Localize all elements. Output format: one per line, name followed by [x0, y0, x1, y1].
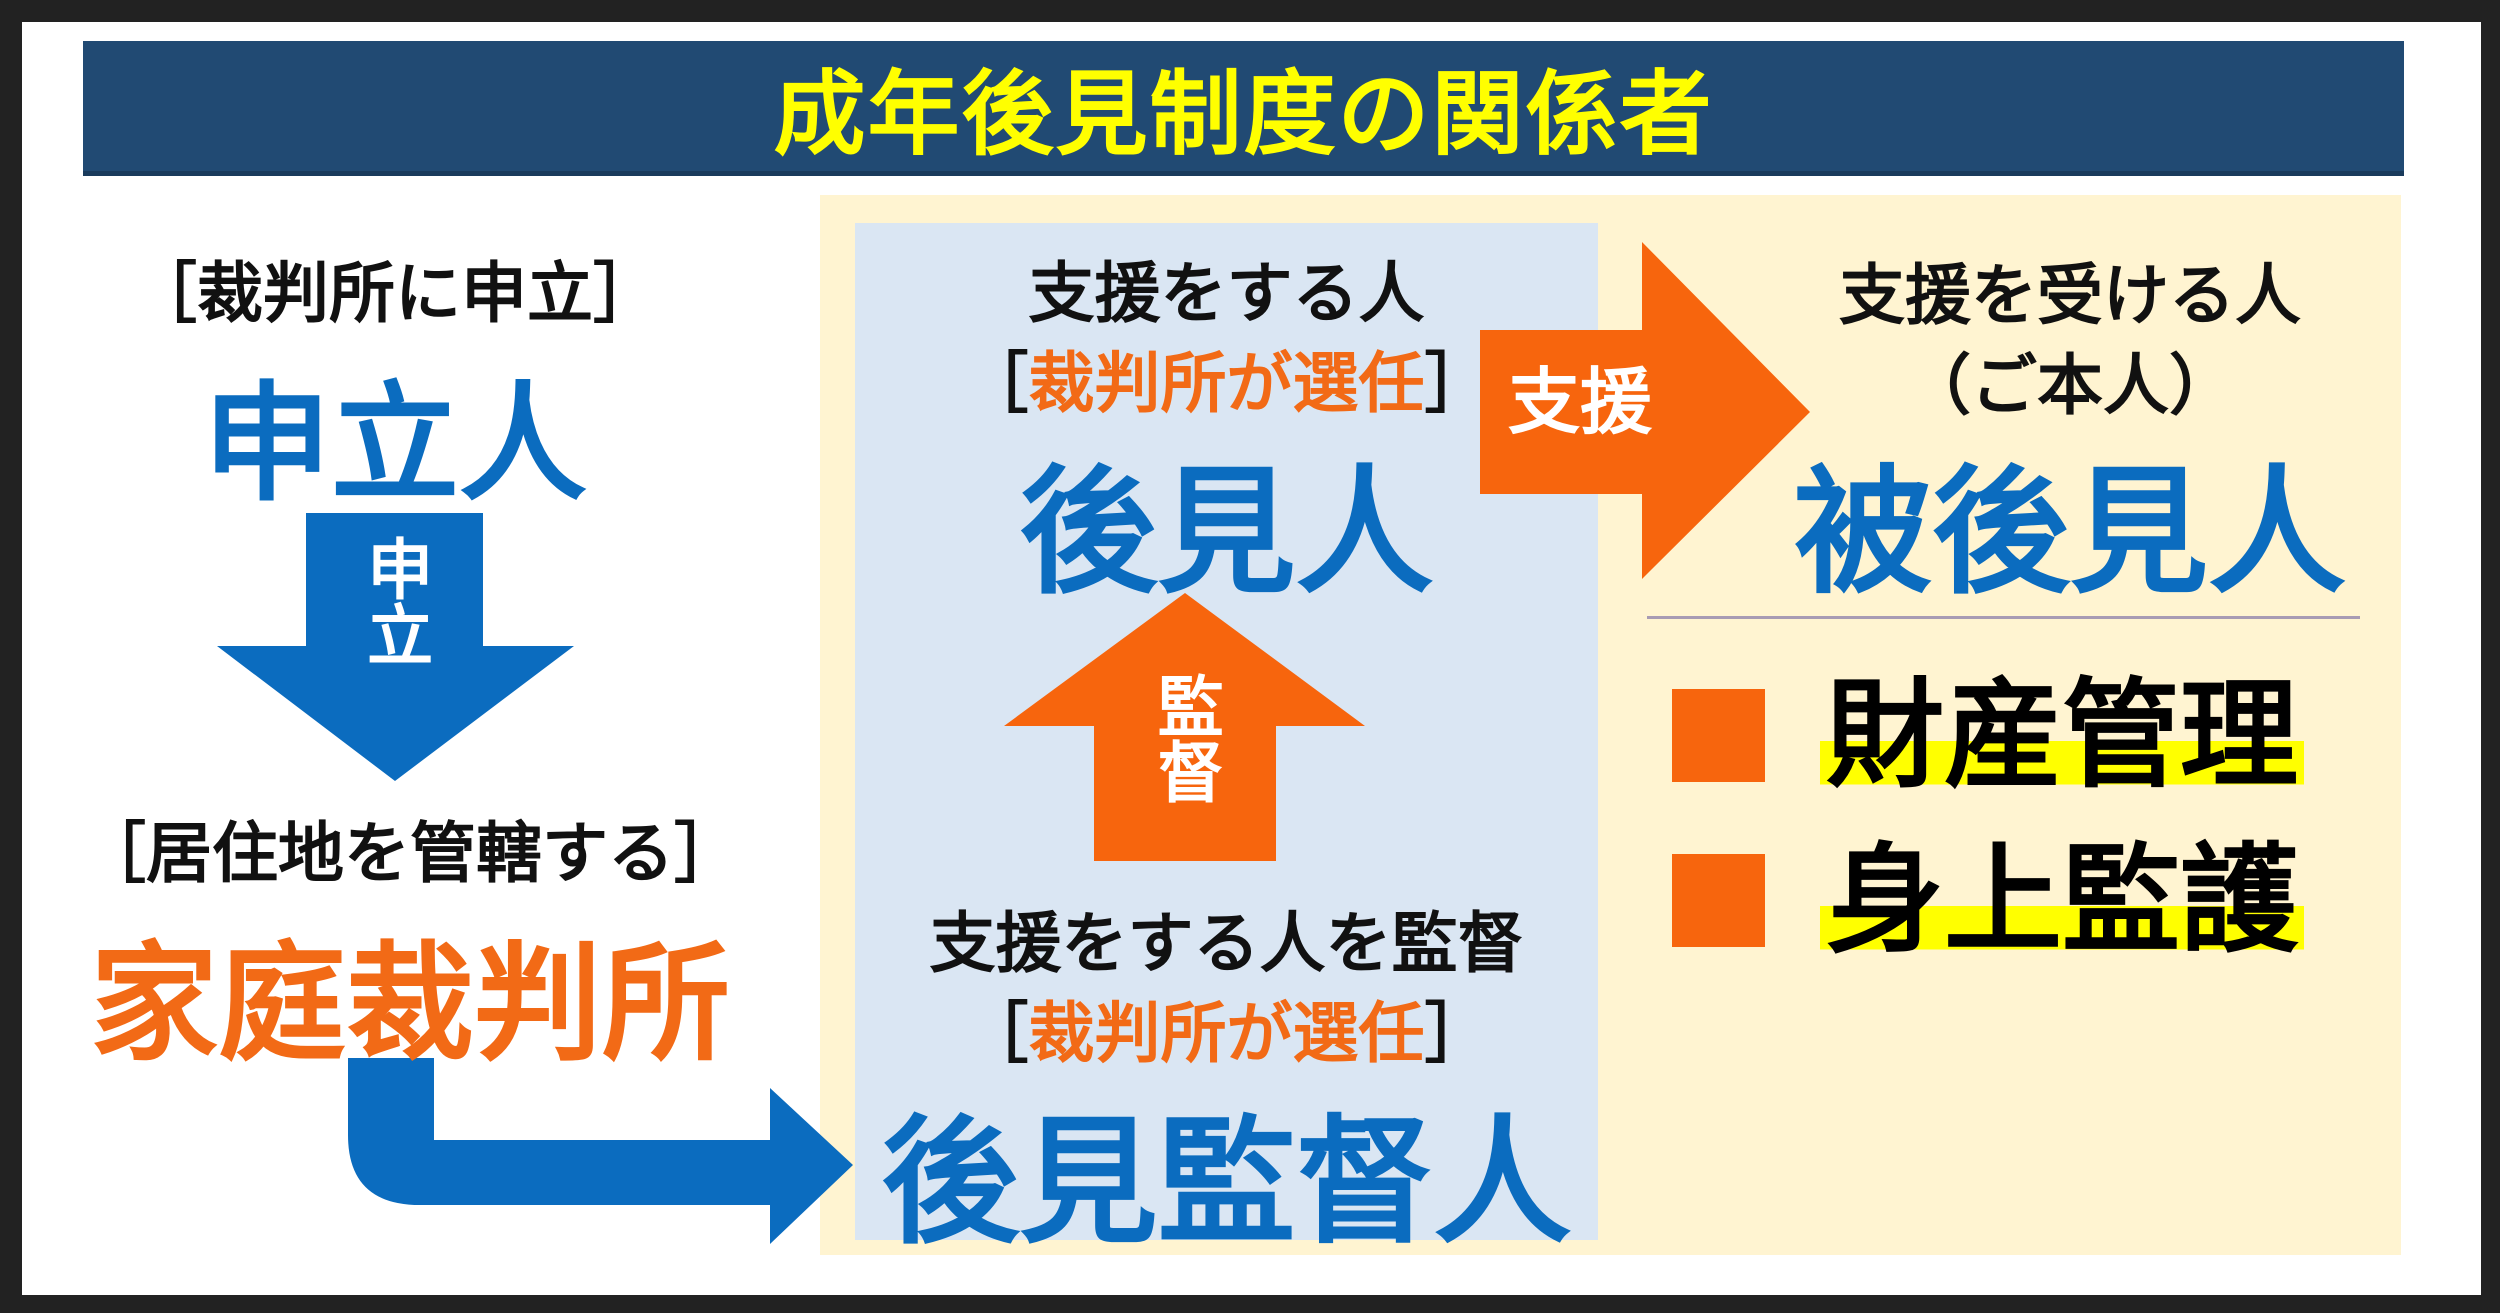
supervisor-selected-note: ［裁判所が選任］	[855, 980, 1598, 1076]
supervisor-selected-text: 裁判所が選任	[1028, 995, 1425, 1072]
petition-arrow-text: 申立	[356, 535, 434, 667]
ward-title: 被後見人	[1793, 452, 2346, 613]
duty-label: 身上監護	[1820, 841, 2305, 959]
guardian-selected-note: ［裁判所が選任］	[855, 330, 1598, 426]
family-court-title: 家庭裁判所	[89, 930, 730, 1079]
page-title: 成年後見制度の関係者	[773, 60, 1714, 168]
support-arrow-right-icon	[1480, 242, 1810, 579]
duty-label: 財産管理	[1820, 676, 2305, 794]
supervisor-description: 支援をする人を監督	[929, 905, 1524, 982]
bracket-close: ］	[1424, 345, 1491, 422]
petition-note: ［裁判所に申立］	[131, 255, 659, 332]
support-arrow-label: 支援	[1507, 360, 1652, 444]
petition-arrow-label: 申立	[306, 535, 483, 679]
ward-description: 支援を受ける人	[1839, 257, 2301, 334]
square-bullet-icon	[1672, 688, 1765, 782]
supervision-arrow-text: 監督	[1146, 672, 1224, 804]
divider	[1647, 616, 2360, 619]
petitioner-title: 申立人	[202, 370, 587, 519]
bracket-open: ［	[962, 345, 1029, 422]
petition-arrow-down-icon	[217, 513, 574, 781]
square-bullet-icon	[1672, 853, 1765, 947]
supervision-arrow-label: 監督	[1094, 672, 1276, 816]
duty-item: 財産管理	[1672, 676, 2392, 794]
guardian-description: 支援をする人	[1028, 255, 1425, 332]
court-note: ［居住地を管轄する］	[80, 815, 740, 892]
bracket-close: ］	[1424, 995, 1491, 1072]
duty-item: 身上監護	[1672, 841, 2392, 959]
supervisor-title: 後見監督人	[881, 1102, 1572, 1263]
supervision-arrow-up-icon	[1004, 593, 1365, 861]
guardian-selected-text: 裁判所が選任	[1028, 345, 1425, 422]
bracket-open: ［	[962, 995, 1029, 1072]
guardian-title: 後見人	[1019, 452, 1434, 613]
court-to-supervisor-arrow-icon	[348, 1058, 853, 1244]
ward-subtitle: （ご本人）	[1905, 347, 2235, 424]
title-bar: 成年後見制度の関係者	[83, 41, 2404, 176]
